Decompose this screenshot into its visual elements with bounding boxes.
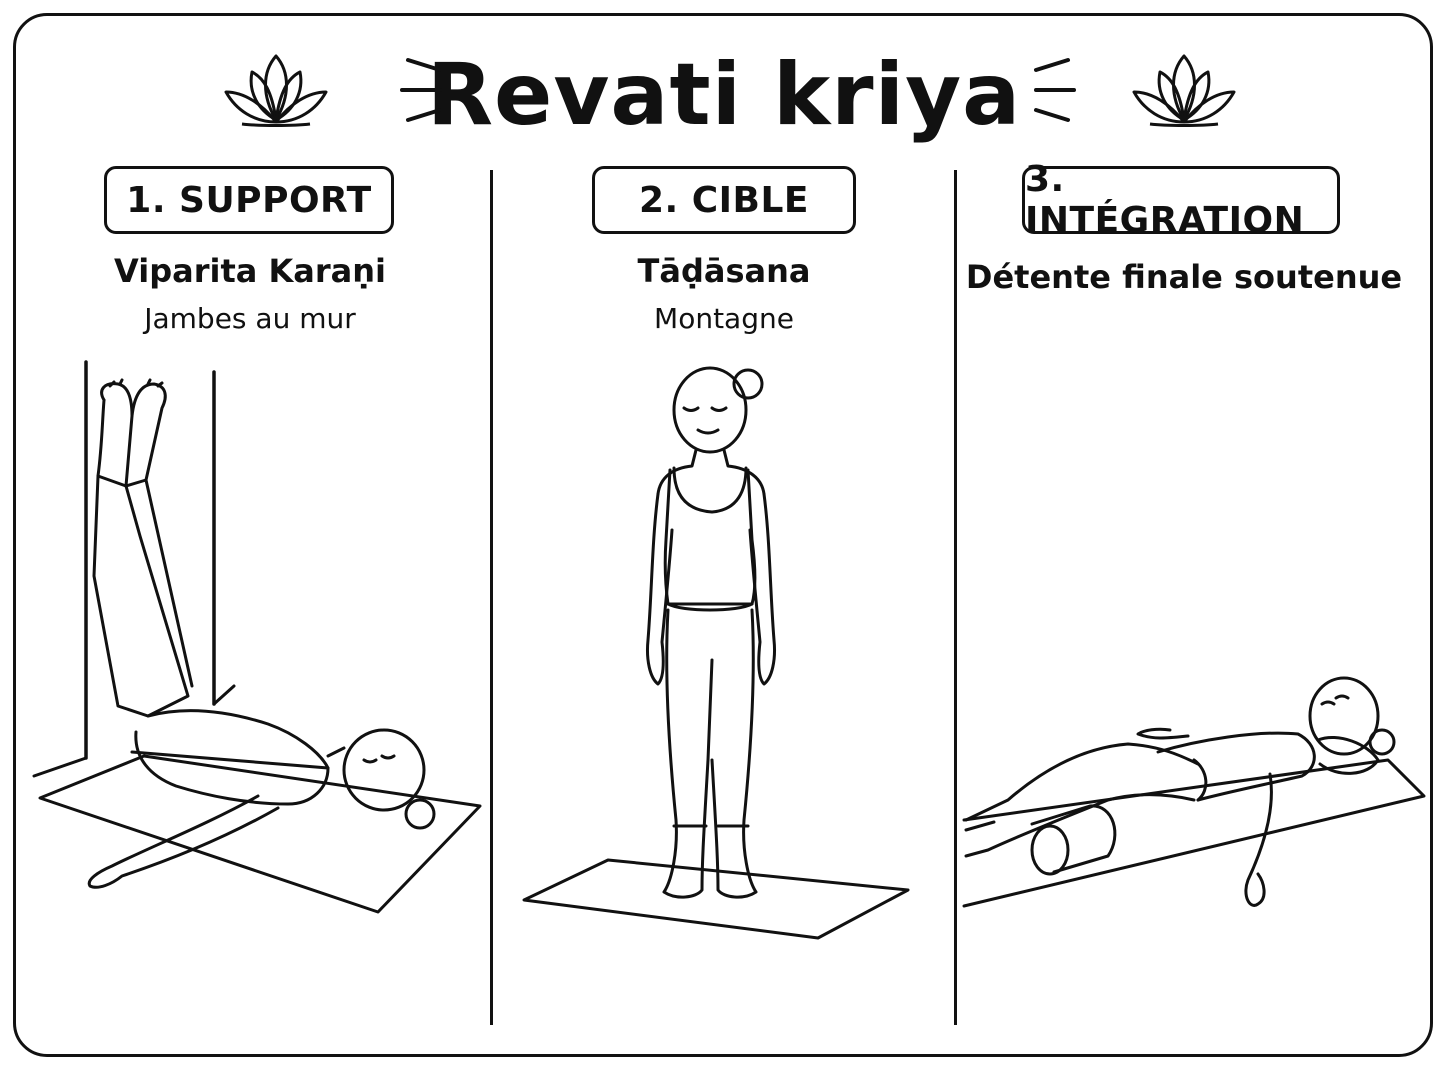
pose-name: Tāḍāsana <box>637 252 811 290</box>
pose-subtitle: Jambes au mur <box>144 302 356 335</box>
pose-name: Détente finale soutenue <box>965 258 1403 296</box>
lotus-icon <box>1126 52 1242 128</box>
legs-up-the-wall-illustration <box>28 356 488 936</box>
radiating-lines-icon <box>1030 52 1080 128</box>
supported-relaxation-illustration <box>958 660 1430 920</box>
mountain-pose-illustration <box>512 360 932 950</box>
column-divider <box>954 170 957 1025</box>
card-frame <box>13 13 1433 1057</box>
pose-subtitle: Montagne <box>654 302 794 335</box>
step-badge: 2. CIBLE <box>592 166 856 234</box>
pose-name: Viparita Karaṇi <box>114 252 386 290</box>
step-badge: 1. SUPPORT <box>104 166 394 234</box>
step-badge: 3. INTÉGRATION <box>1022 159 1340 241</box>
page-title: Revati kriya <box>426 45 1022 145</box>
lotus-icon <box>218 52 334 128</box>
radiating-lines-icon <box>396 52 446 128</box>
column-divider <box>490 170 493 1025</box>
